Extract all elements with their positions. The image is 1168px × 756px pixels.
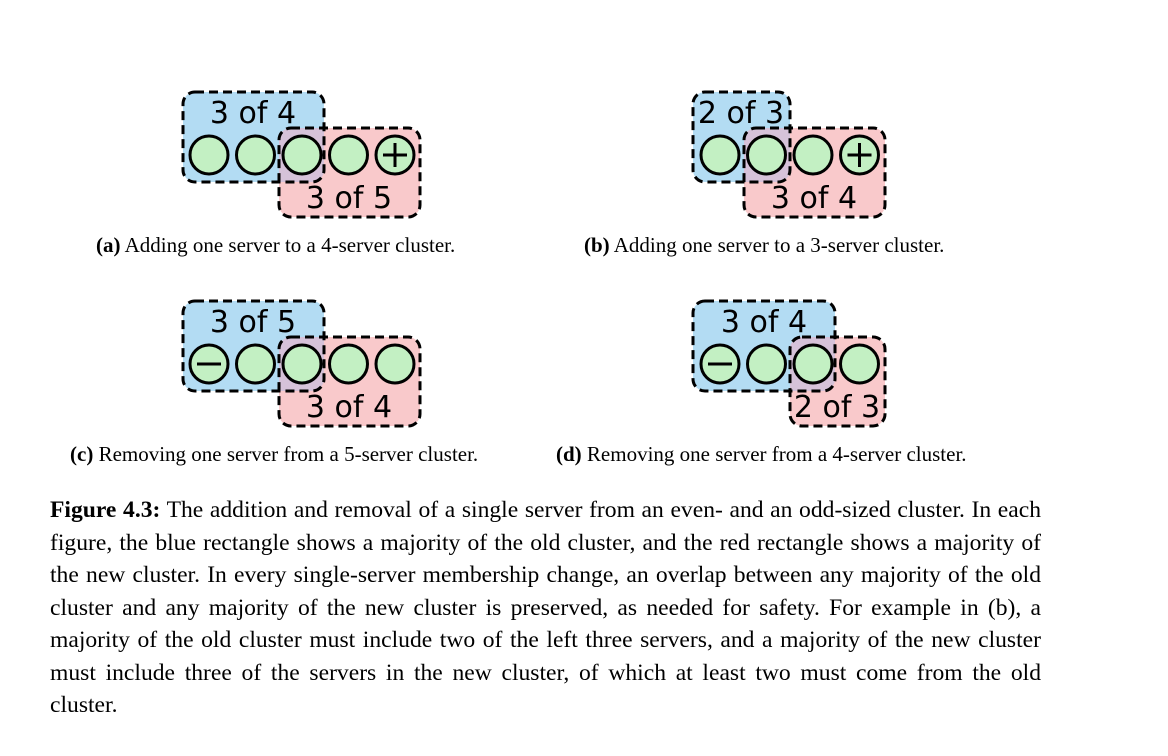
server bbox=[235, 343, 276, 385]
new-majority-outline bbox=[277, 335, 422, 428]
server bbox=[792, 134, 834, 176]
new-majority-label: 3 of 4 bbox=[306, 390, 392, 425]
server bbox=[746, 343, 787, 385]
subcaption-d: (d) Removing one server from a 4-server … bbox=[556, 442, 967, 467]
figure-caption: Figure 4.3: The addition and removal of … bbox=[50, 494, 1041, 722]
server-row bbox=[699, 134, 880, 176]
panel-b: 2 of 3 3 of 4 bbox=[691, 90, 887, 219]
server bbox=[328, 134, 369, 176]
new-majority-outline bbox=[788, 335, 887, 428]
old-majority-label: 2 of 3 bbox=[698, 96, 784, 131]
membership-change-diagrams: 3 of 4 3 of 5 2 of 3 3 of 4 3 of 5 3 of … bbox=[181, 90, 887, 428]
server-row bbox=[188, 343, 416, 385]
old-majority-outline bbox=[691, 90, 792, 184]
old-majority-label: 3 of 4 bbox=[210, 96, 296, 131]
subcaption-text: Adding one server to a 4-server cluster. bbox=[120, 233, 456, 257]
subcaption-b: (b) Adding one server to a 3-server clus… bbox=[584, 233, 944, 258]
subcaption-text: Removing one server from a 4-server clus… bbox=[581, 442, 967, 466]
old-majority-outline bbox=[181, 299, 326, 393]
server bbox=[328, 343, 369, 385]
server-row bbox=[699, 343, 880, 385]
subcaption-tag: (b) bbox=[584, 233, 610, 257]
server bbox=[188, 134, 230, 176]
new-majority-label: 3 of 5 bbox=[306, 181, 392, 216]
figure-label: Figure 4.3: bbox=[50, 497, 161, 523]
subcaption-a: (a) Adding one server to a 4-server clus… bbox=[96, 233, 455, 258]
server bbox=[699, 134, 741, 176]
server bbox=[281, 343, 323, 385]
server bbox=[374, 343, 416, 385]
subcaption-c: (c) Removing one server from a 5-server … bbox=[70, 442, 478, 467]
new-majority-outline bbox=[277, 126, 422, 219]
server bbox=[281, 134, 323, 176]
subcaption-tag: (c) bbox=[70, 442, 94, 466]
server-row bbox=[188, 134, 416, 176]
figure-caption-text: The addition and removal of a single ser… bbox=[50, 497, 1042, 718]
new-majority-outline bbox=[742, 126, 887, 219]
server bbox=[839, 343, 880, 385]
subcaption-text: Removing one server from a 5-server clus… bbox=[93, 442, 479, 466]
old-majority-outline bbox=[691, 299, 837, 393]
server bbox=[792, 343, 834, 385]
old-majority-outline bbox=[181, 90, 326, 184]
new-majority-label: 2 of 3 bbox=[794, 390, 880, 425]
panel-a: 3 of 4 3 of 5 bbox=[181, 90, 422, 219]
subcaption-tag: (a) bbox=[96, 233, 121, 257]
server bbox=[746, 134, 787, 176]
panel-c: 3 of 5 3 of 4 bbox=[181, 299, 422, 428]
subcaption-text: Adding one server to a 3-server cluster. bbox=[609, 233, 945, 257]
new-majority-label: 3 of 4 bbox=[771, 181, 857, 216]
old-majority-label: 3 of 5 bbox=[210, 305, 296, 340]
server bbox=[235, 134, 276, 176]
old-majority-label: 3 of 4 bbox=[721, 305, 807, 340]
panel-d: 3 of 4 2 of 3 bbox=[691, 299, 887, 428]
subcaption-tag: (d) bbox=[556, 442, 582, 466]
